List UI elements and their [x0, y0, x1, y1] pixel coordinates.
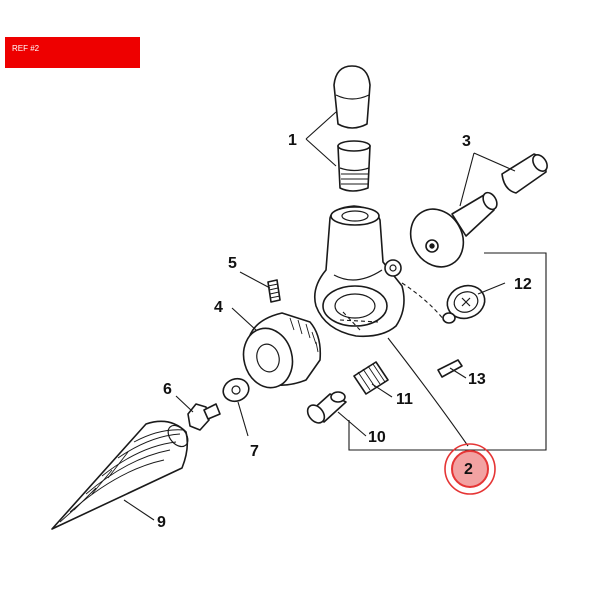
part-9-spiral-cone[interactable]: [51, 420, 192, 530]
callout-4: 4: [214, 299, 223, 316]
part-4-clutch[interactable]: [237, 312, 322, 393]
callout-13: 13: [468, 371, 486, 388]
part-5-set-screw[interactable]: [267, 279, 281, 303]
callout-7: 7: [250, 443, 259, 460]
part-1-fittings[interactable]: [333, 65, 371, 192]
callout-10: 10: [368, 429, 386, 446]
callout-3: 3: [462, 133, 471, 150]
part-10-elbow-fitting[interactable]: [304, 391, 347, 426]
callout-5: 5: [228, 255, 237, 272]
part-2-body[interactable]: [313, 205, 405, 338]
part-7-washer[interactable]: [220, 375, 252, 405]
ref-label: REF #2: [5, 37, 140, 68]
callout-12: 12: [514, 276, 532, 293]
alignment-line: [401, 282, 445, 321]
part-12-slotted-cap[interactable]: [442, 280, 490, 324]
callout-11: 11: [396, 391, 413, 408]
leader-lines: [123, 111, 547, 521]
callout-9: 9: [157, 514, 166, 531]
part-6-hex-bolt[interactable]: [187, 403, 221, 431]
part-3-shaft[interactable]: [400, 152, 550, 276]
highlight-callout-2[interactable]: [444, 443, 496, 495]
callout-1: 1: [288, 132, 297, 149]
callout-6: 6: [163, 381, 172, 398]
callout-2: 2: [464, 461, 473, 478]
part-11-spring[interactable]: [353, 361, 389, 395]
